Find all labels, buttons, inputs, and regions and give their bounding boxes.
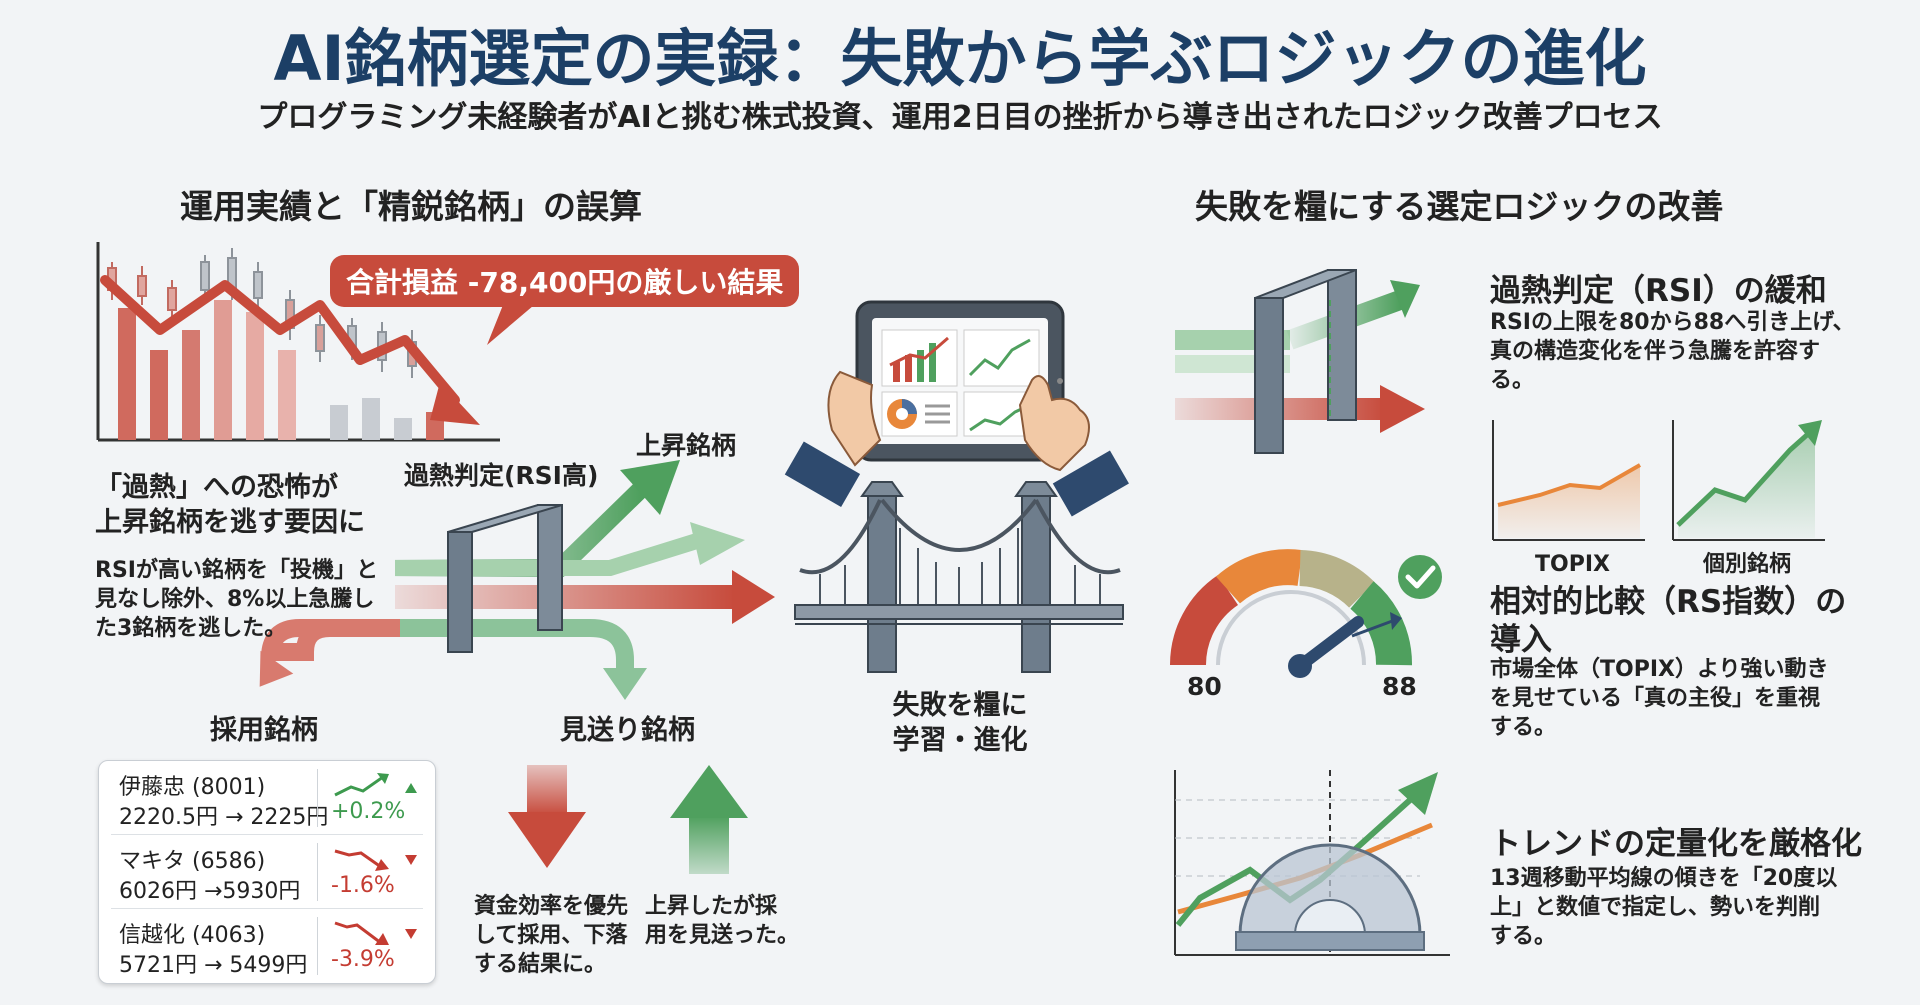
skipped-stocks-label: 見送り銘柄: [560, 715, 695, 746]
down-note-line: 資金効率を優先: [474, 894, 629, 919]
rsi-relax-body: RSIの上限を80から88へ引き上げ、 真の構造変化を伴う急騰を許容す る。: [1490, 308, 1855, 395]
rs-title-line: 導入: [1490, 622, 1552, 658]
rsi-gate-label: 過熱判定(RSI高): [404, 461, 599, 490]
rsi-relax-title: 過熱判定（RSI）の緩和: [1490, 273, 1827, 309]
hand-right-icon: [1018, 375, 1129, 517]
up-arrow-icon: [670, 765, 748, 874]
center-label-line: 学習・進化: [892, 725, 1028, 756]
callout-pointer: [487, 300, 540, 345]
trend-body-line: 13週移動平均線の傾きを「20度以: [1490, 866, 1838, 891]
bridge-icon: [794, 481, 1124, 673]
up-note: 上昇したが採 用を見送った。: [645, 892, 799, 950]
trend-down-icon: [334, 849, 417, 871]
stock-change: -1.6%: [331, 873, 395, 898]
relaxed-gate-icon: [1175, 269, 1425, 454]
stock-name: マキタ (6586): [119, 849, 266, 874]
center-label: 失敗を糧に 学習・進化: [880, 688, 1040, 758]
trend-title: トレンドの定量化を厳格化: [1490, 826, 1862, 862]
fear-body-line: 見なし除外、8%以上急騰し: [95, 587, 375, 612]
stock-change: -3.9%: [331, 947, 395, 972]
rs-body-line: 市場全体（TOPIX）より強い動き: [1490, 657, 1829, 682]
trend-down-icon: [334, 921, 417, 945]
topix-label: TOPIX: [1535, 552, 1610, 577]
stock-name: 信越化 (4063): [119, 923, 266, 948]
rs-body-line: する。: [1490, 715, 1557, 740]
stock-label: 個別銘柄: [1703, 552, 1792, 577]
left-section-heading: 運用実績と「精鋭銘柄」の誤算: [180, 187, 642, 226]
fear-title-line: 「過熱」への恐怖が: [95, 472, 338, 503]
gauge-max-label: 88: [1382, 672, 1417, 701]
rsi-relax-body-line: 真の構造変化を伴う急騰を許容す: [1490, 339, 1821, 364]
check-icon: [1398, 555, 1442, 599]
rs-title: 相対的比較（RS指数）の 導入: [1490, 583, 1846, 659]
fear-body: RSIが高い銘柄を「投機」と 見なし除外、8%以上急騰し た3銘柄を逃した。: [95, 556, 378, 643]
stock-row: 信越化 (4063) 5721円 → 5499円 -3.9%: [99, 909, 435, 983]
stock-change: +0.2%: [331, 799, 406, 824]
stock-row: 伊藤忠 (8001) 2220.5円 → 2225円 +0.2%: [99, 761, 435, 835]
topix-chart-icon: [1492, 420, 1645, 541]
trend-body-line: する。: [1490, 924, 1557, 949]
down-note-line: する結果に。: [474, 952, 607, 977]
down-arrow-icon: [508, 765, 586, 868]
hand-left-icon: [784, 370, 882, 507]
adopted-stocks-label: 採用銘柄: [210, 715, 318, 746]
gauge-min-label: 80: [1187, 672, 1222, 701]
adopted-stocks-card: 伊藤忠 (8001) 2220.5円 → 2225円 +0.2% マキタ (65…: [98, 760, 436, 984]
up-note-line: 上昇したが採: [645, 894, 778, 919]
stock-name: 伊藤忠 (8001): [119, 775, 266, 800]
trend-chart-icon: [1174, 770, 1450, 956]
up-note-line: 用を見送った。: [645, 923, 800, 948]
rsi-gate-icon: [447, 504, 563, 653]
down-note: 資金効率を優先 して採用、下落 する結果に。: [474, 892, 628, 979]
rs-body-line: を見せている「真の主役」を重視: [1490, 686, 1821, 711]
page-title: AI銘柄選定の実録：失敗から学ぶロジックの進化: [273, 22, 1647, 95]
right-section-heading: 失敗を糧にする選定ロジックの改善: [1195, 187, 1724, 226]
rsi-relax-body-line: RSIの上限を80から88へ引き上げ、: [1490, 310, 1855, 335]
trend-body: 13週移動平均線の傾きを「20度以 上」と数値で指定し、勢いを判削 する。: [1490, 864, 1837, 951]
center-label-line: 失敗を糧に: [892, 690, 1028, 721]
fear-body-line: RSIが高い銘柄を「投機」と: [95, 558, 378, 583]
stock-price: 6026円 →5930円: [119, 879, 301, 904]
rs-title-line: 相対的比較（RS指数）の: [1490, 584, 1847, 620]
trend-up-icon: [334, 773, 417, 797]
stock-row: マキタ (6586) 6026円 →5930円 -1.6%: [99, 835, 435, 909]
page-subtitle: プログラミング未経験者がAIと挑む株式投資、運用2日目の挫折から導き出されたロジ…: [257, 100, 1663, 135]
fear-body-line: た3銘柄を逃した。: [95, 616, 287, 641]
rising-stocks-label: 上昇銘柄: [636, 431, 737, 460]
total-loss-callout: 合計損益 -78,400円の厳しい結果: [330, 255, 800, 307]
stock-chart-icon: [1672, 420, 1825, 541]
stock-price: 5721円 → 5499円: [119, 953, 308, 978]
down-note-line: して採用、下落: [474, 923, 628, 948]
fear-title: 「過熱」への恐怖が 上昇銘柄を逃す要因に: [95, 470, 365, 540]
fear-title-line: 上昇銘柄を逃す要因に: [95, 507, 365, 538]
trend-body-line: 上」と数値で指定し、勢いを判削: [1490, 895, 1821, 920]
rsi-gauge-icon: [1169, 549, 1412, 678]
loss-chart-icon: [96, 242, 500, 442]
rs-body: 市場全体（TOPIX）より強い動き を見せている「真の主役」を重視 する。: [1490, 655, 1829, 742]
stock-price: 2220.5円 → 2225円: [119, 805, 329, 830]
rsi-relax-body-line: る。: [1490, 368, 1535, 393]
